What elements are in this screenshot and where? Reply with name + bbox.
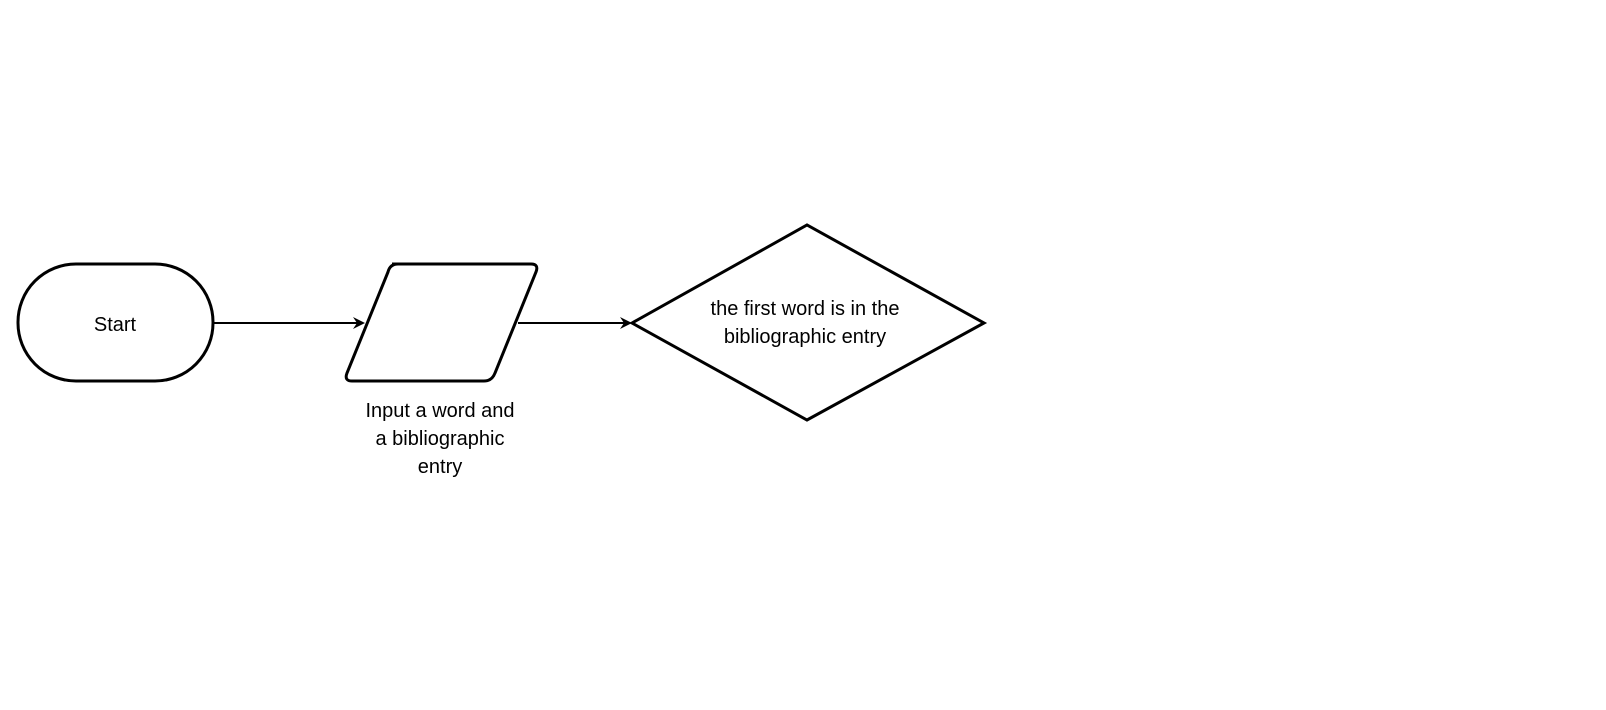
decision-label-line-2: bibliographic entry xyxy=(724,326,886,348)
input-label-line-1: Input a word and xyxy=(366,400,515,422)
input-label: Input a word and a bibliographic entry xyxy=(366,400,515,478)
start-label: Start xyxy=(94,314,137,336)
start-node[interactable]: Start xyxy=(16,262,215,383)
decision-node[interactable]: the first word is in the bibliographic e… xyxy=(628,223,988,422)
input-node[interactable] xyxy=(344,262,539,383)
input-label-line-2: a bibliographic xyxy=(376,428,505,450)
decision-label-line-1: the first word is in the xyxy=(711,298,900,320)
input-label-line-3: entry xyxy=(418,456,462,478)
